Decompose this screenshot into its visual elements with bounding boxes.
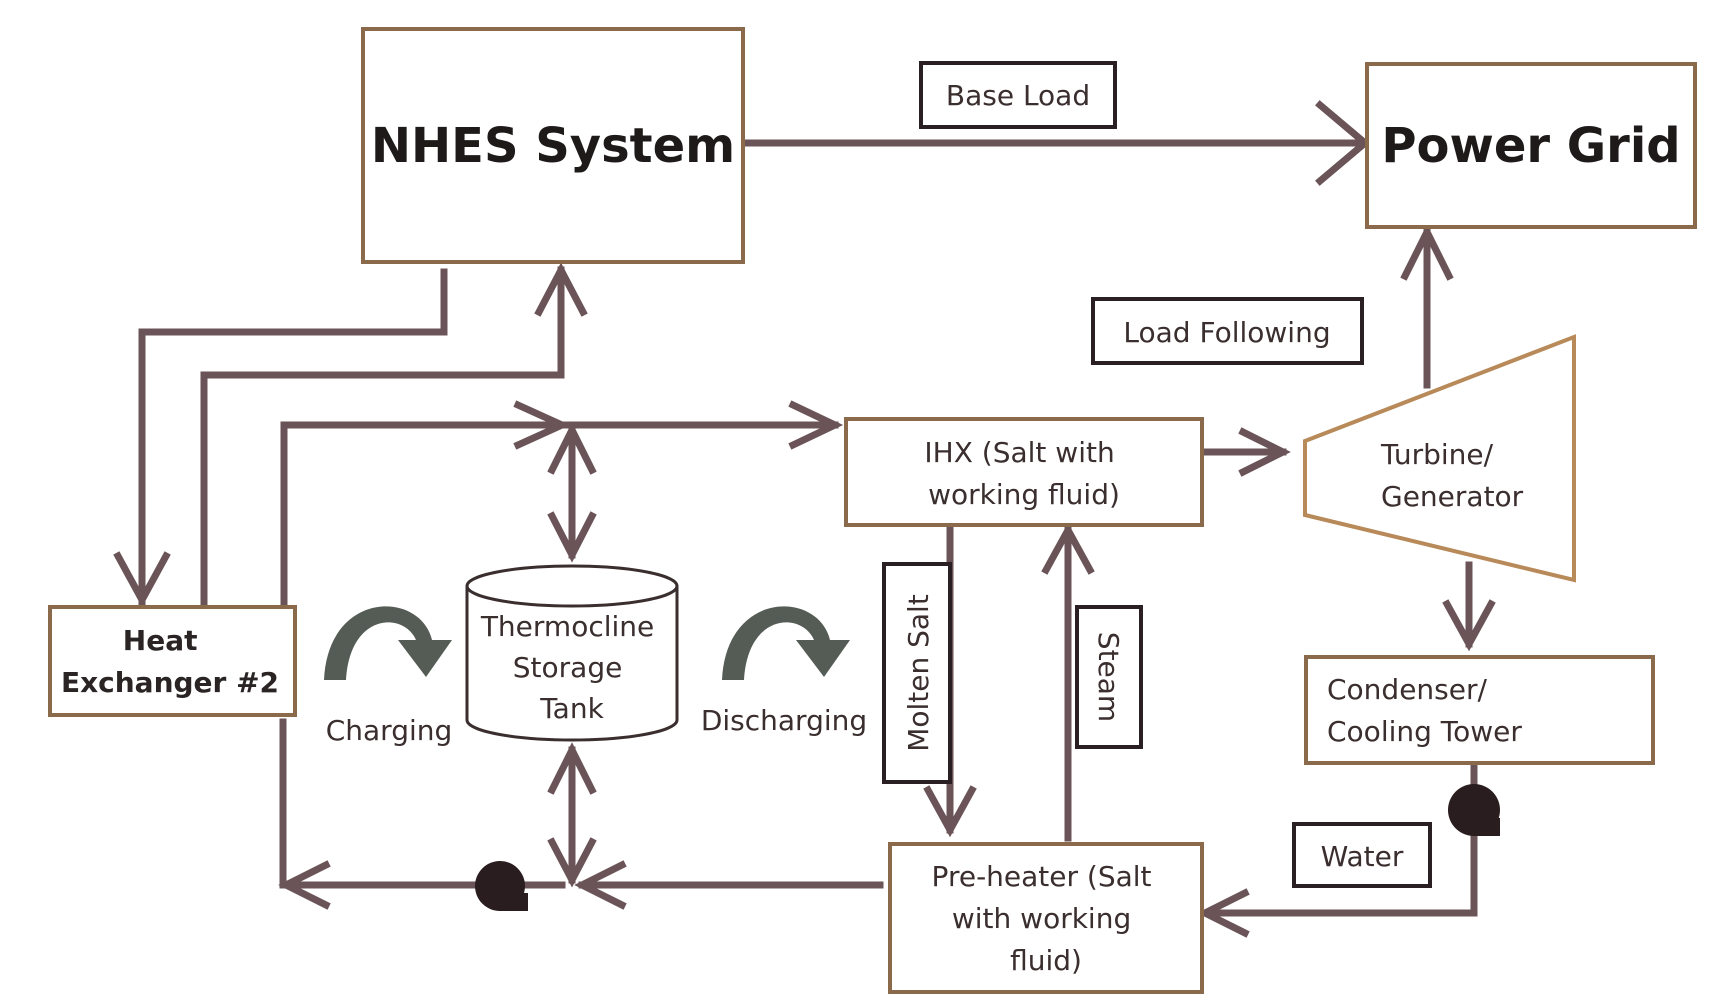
arrowhead-tank-top-down [547,511,597,563]
arrowhead-tank-bottom-down [547,837,597,888]
water-label: Water [1321,840,1404,873]
tank-line-1: Thermocline [480,610,654,643]
arrowhead-tank-top-up [547,422,597,475]
arrowhead-nhes [534,262,588,317]
turbine-line-1: Turbine/ [1380,438,1494,471]
molten-salt-tag: Molten Salt [882,562,952,784]
arrowhead-preheater-right [1197,888,1250,938]
power-grid-box: Power Grid [1365,62,1697,229]
preheater-box: Pre-heater (Salt with working fluid) [888,842,1204,994]
turbine-generator: Turbine/ Generator [1303,334,1576,583]
water-tag: Water [1292,822,1432,888]
thermocline-tank: Thermocline Storage Tank [465,564,679,742]
arrowhead-turbine [1238,427,1291,477]
nhes-system-label: NHES System [371,118,735,174]
turbine-label: Turbine/ Generator [1380,438,1524,513]
flow-hx2-to-nhes [200,266,565,606]
base-load-label: Base Load [946,79,1090,112]
molten-salt-label: Molten Salt [902,594,935,752]
heat-exchanger-2-line-2: Exchanger #2 [61,666,279,699]
base-load-tag: Base Load [919,61,1117,129]
steam-label: Steam [1092,632,1125,722]
ihx-line-1: IHX (Salt with [924,436,1114,469]
heat-exchanger-2-box: Heat Exchanger #2 [48,605,297,717]
arrowhead-preheater [923,785,977,838]
ihx-box: IHX (Salt with working fluid) [844,417,1204,527]
ihx-line-2: working fluid) [928,478,1120,511]
arrowhead-condenser [1442,599,1496,652]
charging-curved-arrow-icon [324,606,452,680]
arrowhead-hx2 [113,551,171,608]
discharging-label: Discharging [701,704,867,737]
pump-condenser-icon [1448,784,1500,836]
charging-label: Charging [326,714,453,747]
arrowhead-tank-bottom-up [547,742,597,795]
discharging-curved-arrow-icon [722,606,850,680]
power-grid-label: Power Grid [1381,118,1680,174]
condenser-line-1: Condenser/ [1327,673,1488,706]
condenser-line-2: Cooling Tower [1327,715,1522,748]
heat-exchanger-2-label: Heat Exchanger #2 [61,624,279,699]
arrowhead-junction-top [513,400,571,450]
load-following-tag: Load Following [1091,297,1364,365]
nhes-system-box: NHES System [361,27,745,264]
heat-exchanger-2-line-1: Heat [123,624,198,657]
tank-line-3: Tank [539,692,604,725]
condenser-box: Condenser/ Cooling Tower [1304,655,1655,765]
flow-nhes-to-hx2 [138,268,448,606]
thermocline-tank-label: Thermocline Storage Tank [480,610,663,725]
preheater-label: Pre-heater (Salt with working fluid) [932,860,1161,977]
preheater-line-1: Pre-heater (Salt [932,860,1152,893]
preheater-line-2: with working [952,902,1131,935]
preheater-line-3: fluid) [1010,944,1082,977]
steam-tag: Steam [1075,605,1143,749]
pump-bottom-icon [475,861,528,911]
arrowhead-hx2-bottom-return [278,860,331,910]
turbine-line-2: Generator [1381,480,1524,513]
condenser-label: Condenser/ Cooling Tower [1327,673,1522,748]
tank-line-2: Storage [513,651,623,684]
load-following-label: Load Following [1123,316,1330,349]
arrowhead-grid-bottom [1400,224,1454,281]
arrowhead-ihx [788,400,844,450]
arrowhead-junction-bottom [574,860,627,910]
arrowhead-ihx-bottom [1041,522,1095,575]
ihx-label: IHX (Salt with working fluid) [924,436,1123,511]
flow-hx2-to-ihx [280,421,839,606]
